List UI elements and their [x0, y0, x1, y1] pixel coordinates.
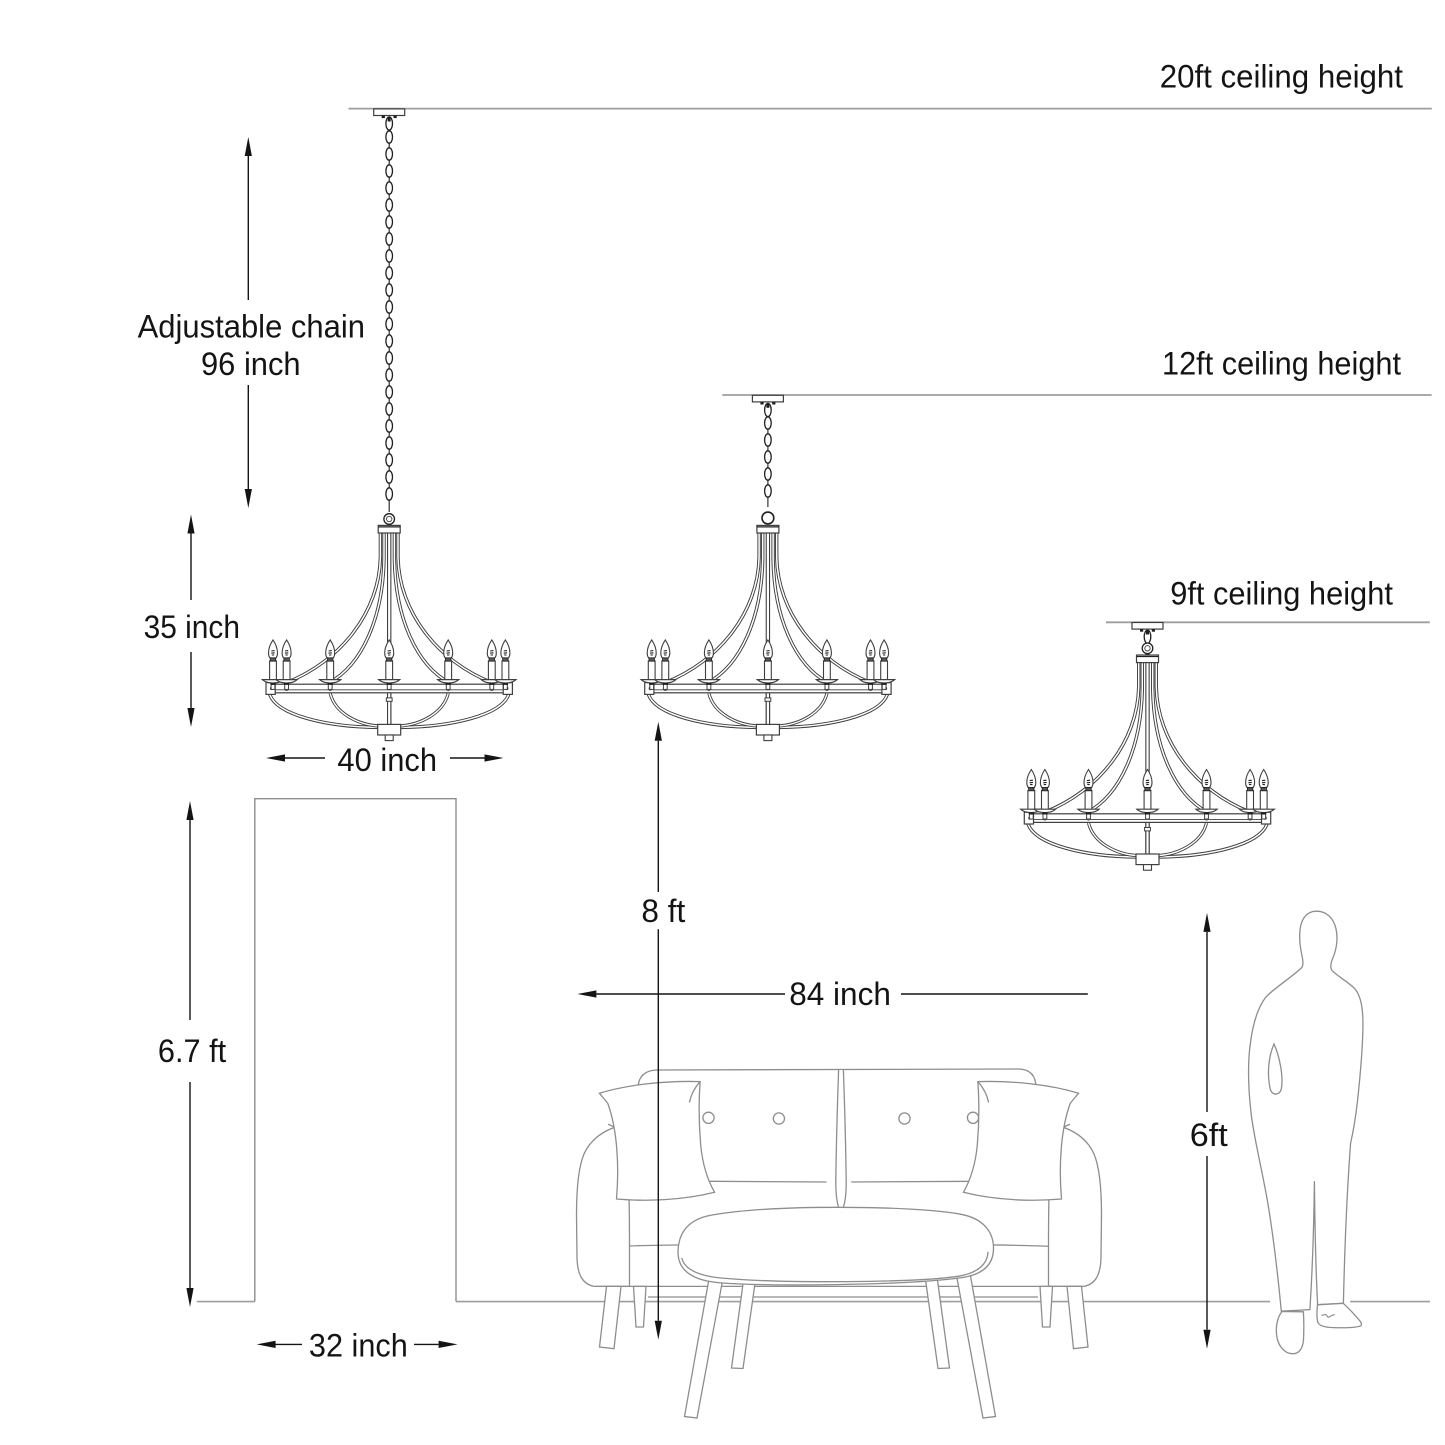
svg-text:12ft ceiling height: 12ft ceiling height — [1162, 346, 1401, 382]
svg-text:84 inch: 84 inch — [789, 976, 891, 1012]
svg-text:35 inch: 35 inch — [144, 609, 240, 645]
svg-text:Adjustable chain: Adjustable chain — [138, 309, 365, 345]
svg-text:6.7 ft: 6.7 ft — [158, 1033, 226, 1069]
svg-text:32 inch: 32 inch — [309, 1328, 408, 1364]
svg-text:96 inch: 96 inch — [201, 346, 301, 382]
svg-text:9ft ceiling height: 9ft ceiling height — [1170, 576, 1393, 612]
svg-text:6ft: 6ft — [1190, 1117, 1228, 1153]
svg-text:40 inch: 40 inch — [337, 742, 437, 778]
svg-text:20ft ceiling height: 20ft ceiling height — [1160, 58, 1403, 94]
svg-text:8 ft: 8 ft — [641, 893, 685, 929]
